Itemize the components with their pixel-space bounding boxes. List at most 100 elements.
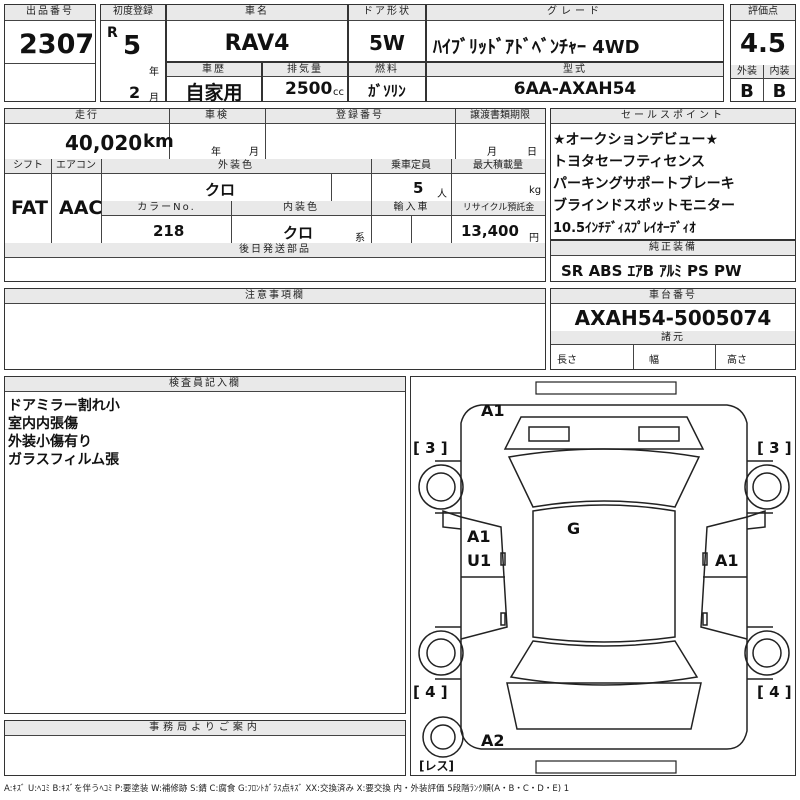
transfer-day-unit: 日	[527, 147, 537, 158]
displacement-unit: cc	[333, 87, 344, 98]
ext-color-label: 外装色	[101, 159, 371, 174]
score: 4.5	[739, 29, 787, 59]
lot-number-box: 出品番号 2307	[4, 4, 96, 102]
right-handle-rear	[702, 612, 708, 626]
era: R	[107, 25, 118, 41]
transfer-month-unit: 月	[487, 147, 497, 158]
tire-front-left-hub	[426, 472, 456, 502]
max-load-label: 最大積載量	[451, 159, 545, 174]
lot-number: 2307	[19, 29, 95, 60]
fuel-label: 燃料	[349, 63, 425, 77]
tire-front-left	[418, 464, 464, 510]
tire-fl-bracket: [ 3 ]	[413, 439, 448, 457]
tire-rear-left-hub	[426, 638, 456, 668]
specs-label: 諸元	[551, 331, 795, 345]
max-load-unit: kg	[529, 185, 542, 196]
front-grille-left	[528, 426, 570, 442]
tire-rr-score: 4	[769, 683, 780, 701]
sales-point-5: 10.5ｲﾝﾁﾃﾞｨｽﾌﾟﾚｲｵｰﾃﾞｨｵ	[553, 221, 696, 236]
import-label: 輸入車	[372, 201, 451, 216]
chassis-number: AXAH54-5005074	[574, 306, 772, 330]
fuel-box: 燃料 ｶﾞｿﾘﾝ	[348, 62, 426, 102]
sales-point-4: ブラインドスポットモニター	[553, 198, 735, 214]
windshield	[507, 448, 701, 508]
exterior-grade: B	[740, 81, 754, 102]
displacement-box: 排気量 2500 cc	[262, 62, 348, 102]
right-mirror	[746, 509, 766, 530]
car-name-box: 車名 RAV4	[166, 4, 348, 62]
sales-point-3: パーキングサポートブレーキ	[553, 176, 735, 192]
reg-month: 2	[129, 83, 141, 102]
rear-window	[509, 640, 699, 686]
transfer-label: 譲渡書類期限	[455, 109, 545, 124]
sales-points-box: セールスポイント ★オークションデビュー★ トヨタセーフティセンス パーキングサ…	[550, 108, 796, 240]
inspector-line-1: ドアミラー割れ小	[8, 398, 120, 414]
tire-fr-score: 3	[769, 439, 780, 457]
door-box: ドア形状 5W	[348, 4, 426, 62]
hood	[503, 416, 705, 450]
history-box: 車歴 自家用	[166, 62, 262, 104]
inspection-month-unit: 月	[249, 147, 259, 158]
spare-tire-hub	[430, 724, 456, 750]
left-mirror	[442, 509, 462, 530]
spare-status: レス	[424, 759, 449, 773]
tire-front-right-hub	[752, 472, 782, 502]
sales-point-2: トヨタセーフティセンス	[553, 154, 706, 170]
inspector-line-4: ガラスフィルム張	[8, 452, 120, 468]
spec-height: 高さ	[727, 355, 747, 366]
car-damage-diagram: A1 G A1 U1 A1 A2 [ 3 ] [ 3 ] [ 4 ] [ 4 ]…	[410, 376, 796, 776]
mark-rear-a2: A2	[481, 731, 505, 750]
model-label: 型式	[427, 63, 723, 77]
color-no-label: カラーNo.	[102, 201, 231, 216]
model-box: 型式 6AA-AXAH54	[426, 62, 724, 102]
left-handle-rear	[500, 612, 506, 626]
office-box: 事務局よりご案内	[4, 720, 406, 776]
front-bumper-marker	[535, 381, 677, 395]
mileage: 40,020	[65, 131, 143, 155]
chassis-box: 車台番号 AXAH54-5005074 諸元 長さ 幅 高さ	[550, 288, 796, 370]
office-label: 事務局よりご案内	[5, 721, 405, 736]
mark-front-a1: A1	[481, 401, 505, 420]
car-outline	[418, 381, 790, 774]
tire-rl-bracket: [ 4 ]	[413, 683, 448, 701]
spare-bracket: [レス]	[419, 759, 454, 773]
capacity: 5	[413, 179, 424, 197]
int-color: クロ	[283, 224, 314, 242]
interior-grade: B	[772, 81, 787, 102]
shift: FAT	[11, 197, 48, 219]
inspector-line-2: 室内内張傷	[8, 416, 78, 432]
rear-bumper-marker	[535, 760, 677, 774]
history: 自家用	[185, 82, 243, 104]
score-box: 評価点 4.5 外装 内装 B B	[730, 4, 796, 102]
car-name-label: 車名	[167, 5, 347, 21]
int-color-label: 内装色	[231, 201, 371, 216]
front-grille-right	[638, 426, 680, 442]
recycle-unit: 円	[529, 233, 539, 244]
first-registration-box: 初度登録 R 5 年 2 月	[100, 4, 166, 104]
left-handle-front	[500, 552, 506, 566]
fuel: ｶﾞｿﾘﾝ	[368, 82, 406, 100]
trunk	[506, 682, 702, 730]
int-color-unit: 系	[355, 233, 365, 244]
vehicle-details-box: 走行 車検 登録番号 譲渡書類期限 40,020 km 年 月 月 日 シフト …	[4, 108, 546, 282]
ext-color: クロ	[205, 181, 236, 199]
color-no: 218	[153, 222, 185, 240]
door-label: ドア形状	[349, 5, 425, 21]
tire-rr-bracket: [ 4 ]	[757, 683, 792, 701]
right-handle-front	[702, 552, 708, 566]
ac-label: エアコン	[51, 159, 101, 174]
exterior-label: 外装	[731, 65, 763, 79]
shift-label: シフト	[5, 159, 51, 174]
capacity-label: 乗車定員	[371, 159, 451, 174]
recycle-label: リサイクル預託金	[452, 201, 545, 216]
notes-label: 注意事項欄	[5, 289, 545, 304]
inspection-year-unit: 年	[211, 147, 221, 158]
equipment-box: 純正装備 SR ABS ｴｱB ｱﾙﾐ PS PW	[550, 240, 796, 282]
equipment: SR ABS ｴｱB ｱﾙﾐ PS PW	[561, 262, 742, 280]
grade: ﾊｲﾌﾞﾘｯﾄﾞｱﾄﾞﾍﾞﾝﾁｬｰ 4WD	[433, 37, 640, 58]
spec-width: 幅	[649, 355, 659, 366]
displacement-label: 排気量	[263, 63, 347, 77]
year-unit: 年	[149, 67, 159, 78]
spare-tire	[422, 716, 464, 758]
tire-rear-right	[744, 630, 790, 676]
